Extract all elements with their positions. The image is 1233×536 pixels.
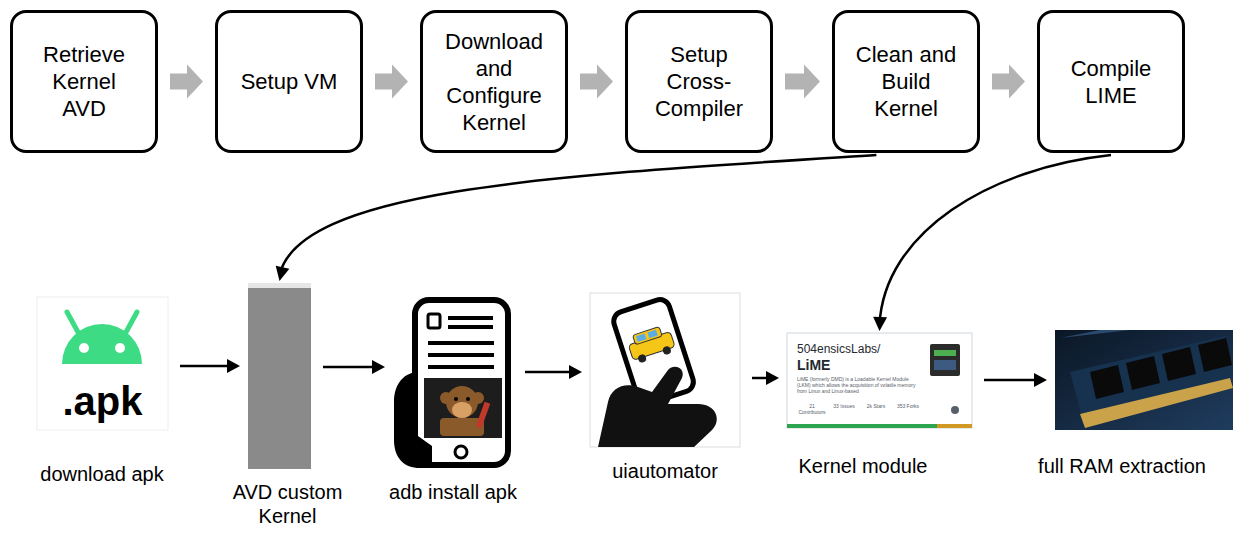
flow-arrow (752, 371, 779, 385)
arrow-head (372, 360, 385, 374)
process-box: Compile LIME (1037, 10, 1185, 153)
step-label: Compile LIME (1056, 55, 1166, 109)
arrow-line (525, 371, 576, 374)
step-caption: uiautomator (590, 459, 740, 483)
block-arrow-shape (375, 65, 408, 99)
block-arrow-shape (580, 65, 613, 99)
step-label: Setup Cross-Compiler (644, 41, 754, 122)
file-extension: .apk (37, 379, 168, 423)
arrow-head (569, 365, 582, 379)
process-box: Retrieve Kernel AVD (10, 10, 158, 153)
phone-illustration: adb install apk (393, 297, 513, 469)
repo-description: LiME (formerly DMD) is a Loadable Kernel… (797, 376, 917, 394)
arrow-head (873, 317, 887, 331)
repo-name: LiME (797, 357, 897, 373)
android-icon (37, 297, 168, 430)
ram-photo: full RAM extraction (1055, 330, 1233, 430)
block-arrow (785, 65, 820, 99)
tap-icon (590, 293, 740, 447)
arrow-head (766, 371, 779, 385)
automation-illustration: uiautomator (590, 293, 740, 447)
arrow-head (227, 359, 240, 373)
repo-card: 504ensicsLabs/LiME LiME (formerly DMD) is… (787, 333, 972, 428)
arrow-line (984, 379, 1041, 382)
step-caption: AVD custom Kernel (219, 480, 356, 528)
repo-card-frame (787, 333, 972, 428)
block-arrow-shape (170, 65, 203, 99)
repo-stat: 353 Forks (893, 403, 923, 409)
block-arrow (992, 65, 1025, 99)
process-box: Setup VM (215, 10, 363, 153)
emulator-screen (248, 283, 311, 469)
phone-icon (394, 300, 508, 468)
block-arrow (375, 65, 408, 99)
step-caption: adb install apk (373, 480, 533, 504)
block-arrow-shape (785, 65, 820, 99)
arrow-head (1034, 373, 1047, 387)
curved-arrow (873, 155, 1111, 331)
process-box: Clean and Build Kernel (832, 10, 980, 153)
repo-owner: 504ensicsLabs/ (797, 342, 917, 356)
process-box: Setup Cross-Compiler (625, 10, 773, 153)
curve-line (280, 155, 877, 275)
flow-arrow (984, 373, 1047, 387)
arrow-line (323, 366, 379, 369)
block-arrow (170, 65, 203, 99)
repo-stat: 21 Contributors (797, 403, 827, 415)
flow-arrow (180, 359, 240, 373)
repo-stat: 2k Stars (861, 403, 891, 409)
arrow-line (180, 365, 234, 368)
step-label: Setup VM (234, 68, 344, 95)
emulator-window: AVD custom Kernel (248, 283, 311, 469)
flow-arrow (525, 365, 582, 379)
step-label: Download and Configure Kernel (439, 28, 549, 136)
step-caption: full RAM extraction (1022, 454, 1222, 478)
block-arrow (580, 65, 613, 99)
ram-photo (1055, 330, 1233, 430)
apk-icon: .apkdownload apk (37, 297, 168, 430)
step-caption: Kernel module (783, 454, 943, 478)
arrow-head (276, 266, 290, 281)
step-label: Clean and Build Kernel (851, 41, 961, 122)
step-caption: download apk (22, 462, 182, 486)
flow-arrow (323, 360, 385, 374)
curved-arrow (276, 155, 877, 281)
curve-line (880, 155, 1112, 325)
step-label: Retrieve Kernel AVD (29, 41, 139, 122)
process-box: Download and Configure Kernel (420, 10, 568, 153)
block-arrow-shape (992, 65, 1025, 99)
repo-stat: 33 Issues (829, 403, 859, 409)
